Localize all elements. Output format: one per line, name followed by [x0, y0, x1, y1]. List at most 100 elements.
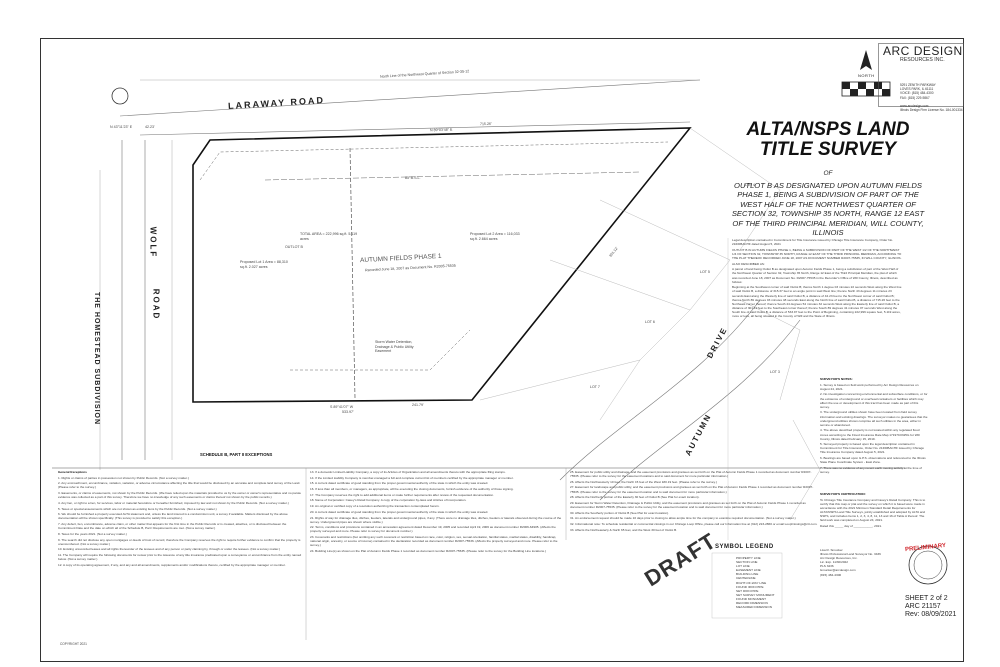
legal-paragraph: ALSO DESCRIBED AS: [732, 261, 765, 266]
north-arrow-graphic [841, 50, 891, 97]
homestead-subdivision: THE HOMESTEAD SUBDIVISION [93, 291, 101, 426]
exception-item: 33. Affects the Northeasterly & North 65… [570, 527, 678, 532]
legend-item: CENTERLINE [736, 576, 756, 581]
survey-note: 5. Surveyed property is based upon the l… [820, 442, 925, 455]
survey-note: 3. The underground utilities shown have … [820, 410, 928, 427]
exception-item: 2. Any encroachment, encumbrance, violat… [58, 481, 301, 490]
symbol-legend-title: SYMBOL LEGEND [715, 544, 774, 550]
surveyors-notes-title: SURVEYOR'S NOTES: [820, 377, 853, 381]
surveyor-certification: SURVEYOR'S CERTIFICATION: To Chicago Tit… [820, 492, 928, 530]
bearing-west: N 43°11'23" E [110, 125, 133, 129]
exception-item: 14. If the Limited Liability Company is … [310, 475, 514, 480]
exception-item: 9. The search did not disclose any open … [58, 537, 301, 546]
legal-description-body: OUTLOT B IN AUTUMN FIELDS PHASE 1, BEING… [732, 248, 902, 318]
sheet-number: SHEET 2 of 2 ARC 21157 Rev: 08/09/2021 [905, 595, 956, 619]
exception-item: 18. Name of Corporation: Casey's Retail … [310, 498, 467, 503]
legend-item: RIGHT-OF-WAY LINE [736, 580, 767, 585]
lot-6: LOT 6 [645, 320, 655, 324]
lot-4: LOT 4 [745, 183, 755, 187]
distance-west: 42.23' [145, 125, 155, 129]
certification-text: To Chicago Title Insurance Company and C… [820, 497, 926, 523]
signature-line: Arc Design Resources, Inc. [820, 556, 858, 561]
easement-north [199, 141, 669, 181]
detention-easement-label: Storm Water Detention, Drainage & Public… [375, 340, 414, 354]
legend-item: PROPERTY LINE [736, 556, 761, 560]
lot-1-line [789, 419, 821, 521]
exception-item: 22. Terms, conditions and provisions con… [310, 525, 556, 534]
survey-note: 6. Bearings are based upon G.P.S. observ… [820, 456, 926, 465]
exception-item: 12. A copy of its operating agreement, i… [58, 562, 286, 567]
distance-south: 533.97' [342, 410, 354, 414]
wolf-road-marker [111, 87, 129, 105]
legal-description-title: Legal description contained in Commitmen… [732, 238, 894, 247]
exception-item: 28. Affects the Northerly portion of the… [570, 495, 700, 500]
legend-box [711, 552, 783, 619]
exception-item: 23. Covenants and restrictions (but omit… [310, 535, 558, 548]
exception-item: 20. A current dated certificate of good … [310, 509, 489, 514]
setback-label: 85' B.S.L. [405, 176, 421, 180]
title-of: OF [823, 170, 833, 177]
exception-item: 16. If less than all members, or manager… [310, 487, 514, 492]
property-boundary [192, 127, 692, 403]
exception-item: 26. Affects the Northwesterly 10 feet, t… [570, 479, 717, 484]
autumn-drive-west [559, 299, 761, 481]
exception-item: 21. Rights of way for drainage tiles, di… [310, 515, 562, 524]
exception-item: 13. If a domestic Limited Liability Comp… [310, 470, 506, 474]
street-wolf-road: ROAD [151, 288, 161, 321]
address-line: www.arcdesign.com [900, 104, 929, 109]
subtitle-line: PHASE 1, BEING A SUBDIVISION OF PART OF … [737, 190, 919, 200]
subtitle-line: SECTION 32, TOWNSHIP 35 NORTH, RANGE 12 … [731, 209, 925, 219]
title-subtitle: OUTLOT B AS DESIGNATED UPON AUTUMN FIELD… [728, 181, 928, 237]
schedule-b-title: SCHEDULE B, PART II EXCEPTIONS [200, 452, 273, 457]
firm-logo-sub: RESOURCES INC. [900, 57, 945, 63]
signature-line: (815) 484-4300 [820, 572, 842, 577]
legal-paragraph: A parcel of land being Outlot B as desig… [732, 267, 899, 284]
exception-item: 4. Any lien, or right to a lien, for ser… [58, 500, 289, 505]
exception-item: 31. An endorsement request should be mad… [570, 516, 796, 521]
laraway-south-row [139, 121, 691, 136]
exception-item: 5. Taxes or special assessments which ar… [58, 506, 217, 511]
distance-south-2: 241.79' [412, 403, 424, 407]
exception-item: 11. The Company will require the followi… [58, 553, 302, 562]
exception-item: 6. We should be furnished a properly exe… [58, 512, 288, 521]
total-area: TOTAL AREA = 222,996 sq.ft. 5.119 acres [300, 232, 358, 241]
firm-logo [878, 43, 964, 107]
legend-item: SET IRON PIPE [736, 588, 759, 593]
copyright: COPYRIGHT 2021 [60, 642, 87, 646]
exception-item: 30. Affects the Southerly portion of Out… [570, 510, 669, 515]
dated-line: Dated this _____ day of ___________, 202… [820, 523, 882, 528]
lot-4-line [689, 127, 781, 251]
survey-note: 1. Survey is based on field work perform… [820, 382, 919, 391]
exception-item: 17. The Company reserves the right to ad… [310, 492, 494, 497]
sheet-line-3: Rev: 08/09/2021 [905, 611, 957, 618]
building-setback-line [264, 171, 641, 181]
exception-item: 29. Easement for Storm Water Detention, … [570, 500, 806, 510]
surveyor-seal [908, 545, 948, 585]
subtitle-line: OF THE THIRD PRINCIPAL MERIDIAN, WILL CO… [732, 218, 924, 228]
autumn-drive-east [599, 319, 801, 501]
survey-sheet-border [40, 38, 964, 662]
address-line: VOICE: (815) 484-4300 [900, 91, 934, 96]
sheet-line-1: SHEET 2 of 2 [905, 595, 948, 602]
address-line: FAX: (815) 229-9867 [900, 95, 930, 100]
survey-note: 2. No investigation concerning environme… [820, 392, 928, 409]
lot-6-line [549, 259, 691, 361]
exception-item: 24. Building Line(s) as shown on the Pla… [310, 548, 546, 553]
exception-item: 10. Existing unrecorded leases and all r… [58, 547, 281, 552]
signature-line: Lisa R. Smucker [820, 548, 843, 552]
legend-item: BUILDING LINE [736, 572, 759, 577]
lot-3-line [739, 299, 801, 401]
general-exceptions-title: General Exceptions [58, 470, 87, 474]
outlot-label: OUTLOT B [285, 245, 303, 249]
proposed-lot-division [349, 147, 356, 399]
exception-item: 25. Easement for public utility and drai… [570, 470, 812, 479]
street-wolf: WOLF [148, 226, 158, 259]
surveyors-notes: SURVEYOR'S NOTES: 1. Survey is based on … [820, 377, 928, 476]
main-title: ALTA/NSPS LAND TITLE SURVEY [746, 119, 910, 160]
sheet-line-2: ARC 21157 [905, 603, 941, 610]
subtitle-line: WEST HALF OF THE NORTHWEST QUARTER OF [740, 199, 916, 209]
